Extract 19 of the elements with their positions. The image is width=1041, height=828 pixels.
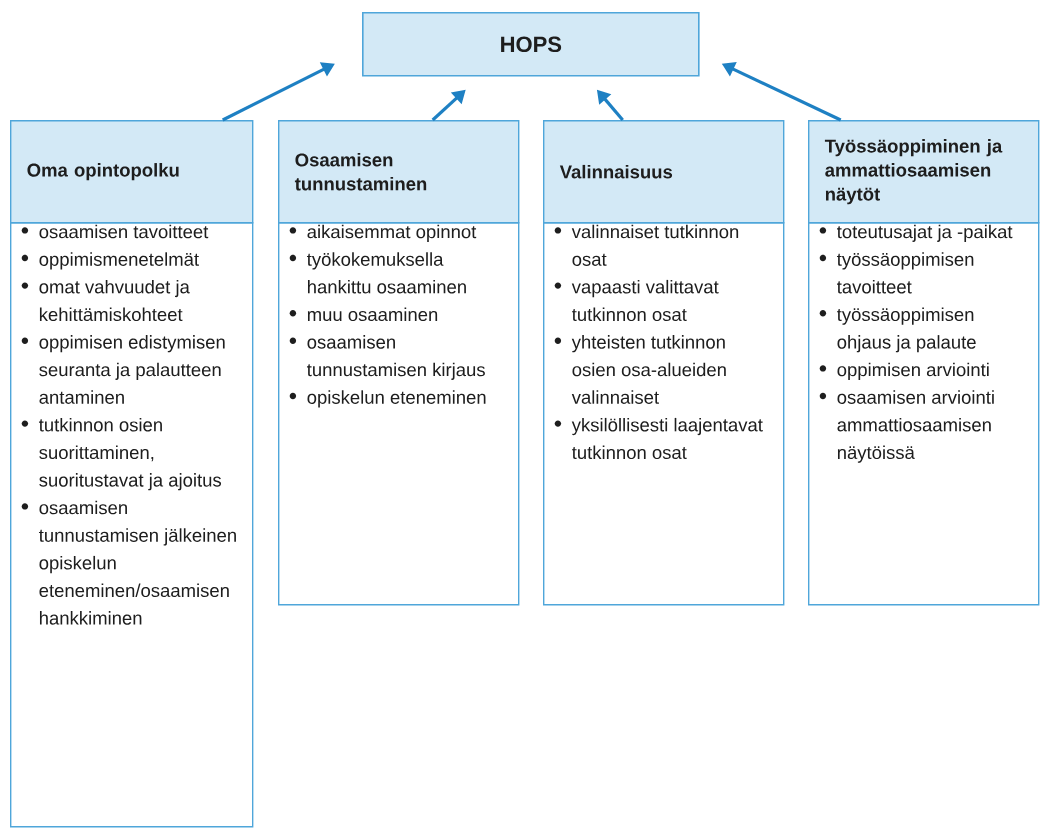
header-box: Valinnaisuus: [543, 120, 785, 224]
list-box: [808, 222, 1040, 606]
list-item: oppimisen arviointi: [819, 362, 989, 380]
title-box: HOPS: [362, 12, 700, 77]
list-box: [10, 222, 254, 828]
list-item: osaamisen arviointi ammattiosaamisen näytöissä: [819, 390, 994, 463]
list-item: oppimismenetelmät: [21, 252, 199, 270]
header-box: Oma opintopolku: [10, 120, 254, 224]
list-item: yksilöllisesti laajentavat tutkinnon osat: [554, 417, 763, 460]
header-box: Työssäoppiminen ja ammattiosaamisen näytöt: [808, 120, 1040, 224]
list-item: muu osaaminen: [289, 307, 438, 322]
list-item: osaamisen tunnustamisen jälkeinen opiskelun eteneminen/osaamisen hankkiminen: [21, 500, 236, 625]
list-box: [543, 222, 785, 606]
list-box: [278, 222, 520, 606]
header-box: Osaamisen tunnustaminen: [278, 120, 520, 224]
list-item: aikaisemmat opinnot: [289, 224, 477, 242]
list-item: toteutusajat ja -paikat: [819, 224, 1013, 242]
list-item: opiskelun eteneminen: [289, 390, 486, 408]
list-item: osaamisen tavoitteet: [21, 224, 209, 239]
